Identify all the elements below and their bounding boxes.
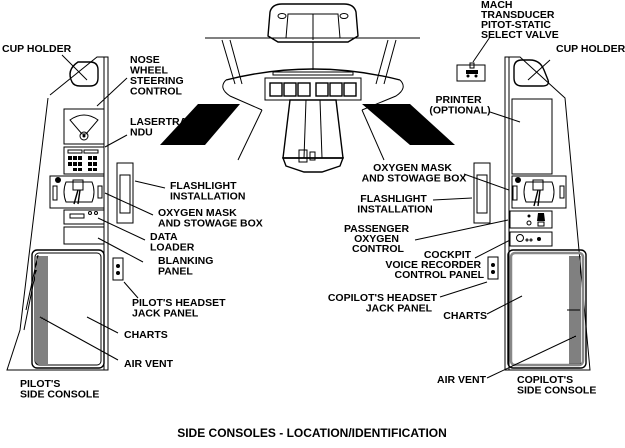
figure-caption: SIDE CONSOLES - LOCATION/IDENTIFICATION [177,426,447,440]
label-mach-transducer: MACH TRANSDUCER PITOT-STATIC SELECT VALV… [481,0,559,41]
overhead-panel [267,3,359,43]
label-cup-holder-left: CUP HOLDER [2,43,72,55]
label-flashlight-left: FLASHLIGHT INSTALLATION [170,180,245,203]
copilot-callout-labels: MACH TRANSDUCER PITOT-STATIC SELECT VALV… [328,0,625,397]
label-air-vent-left: AIR VENT [124,358,174,370]
nose-wheel-steering-panel [63,108,105,145]
label-oxygen-mask-right: OXYGEN MASK AND STOWAGE BOX [362,162,467,185]
left-cup-holder [69,61,99,87]
copilot-headset-jack-panel [487,256,499,280]
left-charts-area [31,249,105,369]
label-copilot-headset-jack: COPILOT'S HEADSET JACK PANEL [328,292,440,315]
left-console-outline [6,56,109,371]
label-charts-right: CHARTS [443,310,487,322]
label-cup-holder-right: CUP HOLDER [556,43,625,55]
right-flashlight [473,162,491,224]
pilot-side-console [6,56,134,371]
label-lasertrak-ndu: LASERTRAK NDU [130,116,198,139]
display-screens [269,82,357,97]
pilot-callout-labels: CUP HOLDER NOSE WHEEL STEERING CONTROL L… [2,43,263,401]
label-blanking-panel: BLANKING PANEL [158,255,216,278]
right-air-vent [567,256,581,364]
cockpit-center-view [160,3,455,173]
label-pilot-headset-jack: PILOT'S HEADSET JACK PANEL [132,297,228,320]
glareshield [225,68,401,81]
right-console-top-shade [362,104,455,145]
label-pilot-side-console: PILOT'S SIDE CONSOLE [20,378,99,401]
leader-lines [39,36,577,379]
left-console-top-shade [160,104,240,145]
center-pedestal [282,99,344,159]
pilot-headset-jack-panel [112,257,124,281]
label-nose-wheel-steering: NOSE WHEEL STEERING CONTROL [130,54,187,98]
label-data-loader: DATA LOADER [150,231,195,254]
ndu-keypad [68,156,97,171]
label-cockpit-voice-recorder: COCKPIT VOICE RECORDER CONTROL PANEL [385,249,484,281]
left-flashlight [116,162,134,224]
label-flashlight-right: FLASHLIGHT INSTALLATION [357,193,432,216]
right-console-outline [504,56,591,371]
label-copilot-side-console: COPILOT'S SIDE CONSOLE [517,374,596,397]
left-air-vent [23,254,48,364]
label-printer: PRINTER (OPTIONAL) [429,94,490,117]
passenger-oxygen-panel [509,210,553,229]
blanking-panel [63,226,105,245]
label-air-vent-right: AIR VENT [437,374,487,386]
copilot-side-console [456,56,591,371]
printer [511,98,553,175]
label-passenger-oxygen: PASSENGER OXYGEN CONTROL [344,223,412,255]
right-charts-area [507,249,587,369]
right-cup-holder [513,59,550,87]
label-charts-left: CHARTS [124,329,168,341]
label-oxygen-mask-left: OXYGEN MASK AND STOWAGE BOX [158,207,263,230]
